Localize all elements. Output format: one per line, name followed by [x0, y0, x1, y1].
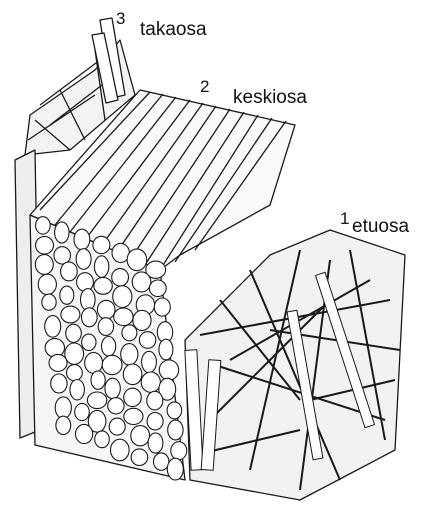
- log-end: [45, 339, 64, 357]
- log-end: [75, 403, 90, 420]
- log-end: [147, 391, 163, 410]
- log-end: [93, 236, 110, 253]
- front-section-drawing: [185, 230, 405, 500]
- log-end: [124, 388, 142, 406]
- log-end: [60, 286, 74, 304]
- log-end: [35, 255, 53, 275]
- log-end: [168, 420, 183, 440]
- log-end: [108, 398, 124, 414]
- log-end: [123, 364, 142, 385]
- log-end: [148, 433, 163, 453]
- log-end: [70, 380, 84, 400]
- log-end: [77, 273, 94, 292]
- log-end: [154, 453, 169, 470]
- log-end: [124, 408, 143, 424]
- log-end: [55, 222, 69, 243]
- log-end: [109, 418, 125, 435]
- log-end: [36, 217, 51, 234]
- label-back-text: takaosa: [140, 20, 207, 39]
- log-end: [82, 334, 96, 350]
- log-end: [139, 332, 155, 349]
- log-end: [94, 256, 108, 278]
- log-end: [45, 316, 61, 338]
- label-back-number: 3: [116, 10, 125, 27]
- log-end: [51, 374, 67, 393]
- log-end: [66, 324, 82, 342]
- log-end: [55, 397, 71, 419]
- log-end: [94, 278, 112, 295]
- log-end: [127, 249, 147, 271]
- log-end: [65, 343, 84, 364]
- label-front-number: 1: [340, 210, 349, 227]
- log-end: [38, 274, 56, 294]
- log-end: [121, 344, 138, 365]
- log-end: [67, 365, 83, 381]
- log-end: [61, 306, 80, 323]
- log-end: [85, 352, 103, 373]
- log-end: [147, 413, 163, 430]
- log-end: [141, 372, 160, 392]
- log-end: [132, 272, 151, 292]
- log-end: [159, 360, 178, 380]
- label-middle-number: 2: [200, 78, 209, 95]
- log-end: [111, 439, 130, 461]
- log-end: [102, 337, 116, 357]
- log-end: [81, 289, 96, 311]
- log-end: [167, 458, 183, 480]
- log-end: [97, 300, 115, 319]
- log-end: [91, 371, 105, 389]
- log-end: [87, 392, 106, 409]
- log-end: [167, 402, 182, 419]
- log-end: [159, 339, 173, 360]
- log-end: [131, 426, 150, 446]
- log-end: [98, 318, 113, 336]
- log-end: [49, 354, 67, 371]
- log-end: [114, 308, 133, 326]
- log-end: [82, 308, 98, 327]
- label-middle-text: keskiosa: [233, 88, 307, 107]
- log-end: [61, 262, 78, 281]
- log-end: [76, 249, 91, 270]
- log-end: [42, 294, 56, 310]
- log-end: [74, 229, 90, 250]
- log-end: [95, 431, 110, 448]
- log-end: [171, 442, 187, 460]
- log-end: [56, 416, 71, 434]
- log-end: [102, 355, 122, 374]
- log-end: [142, 351, 157, 372]
- log-end: [112, 269, 129, 286]
- log-end: [149, 280, 166, 297]
- log-end: [154, 298, 170, 316]
- log-end: [113, 286, 132, 308]
- log-end: [131, 449, 148, 466]
- log-end: [122, 325, 137, 341]
- label-front-text: etuosa: [352, 217, 409, 236]
- log-end: [105, 378, 120, 398]
- log-end: [36, 237, 54, 255]
- log-end: [76, 424, 93, 443]
